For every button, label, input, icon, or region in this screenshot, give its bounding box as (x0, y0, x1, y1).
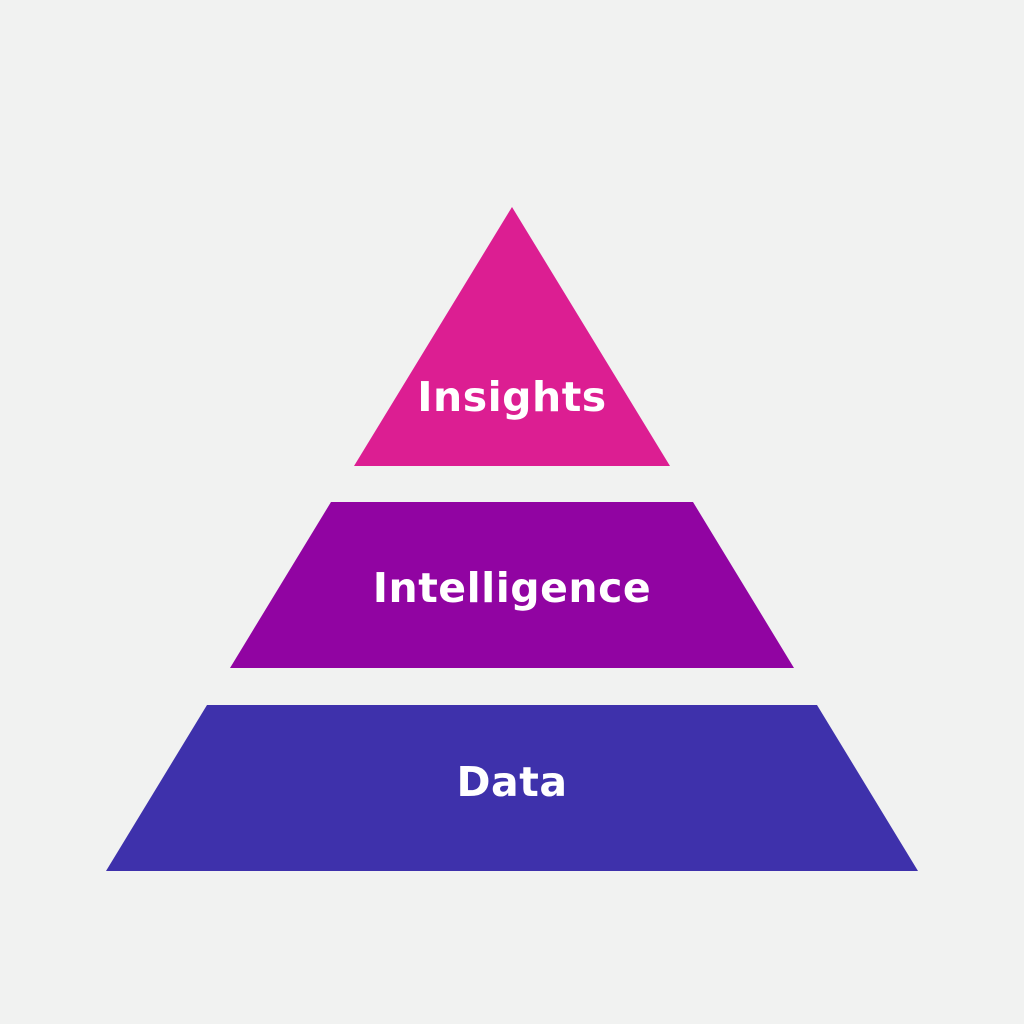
tier-data-shape (106, 705, 918, 871)
tier-intelligence-label: Intelligence (373, 564, 651, 612)
tier-insights-label: Insights (417, 373, 606, 421)
tier-insights-shape (354, 207, 670, 466)
tier-intelligence-shape (230, 502, 794, 668)
tier-data-label: Data (457, 758, 568, 806)
